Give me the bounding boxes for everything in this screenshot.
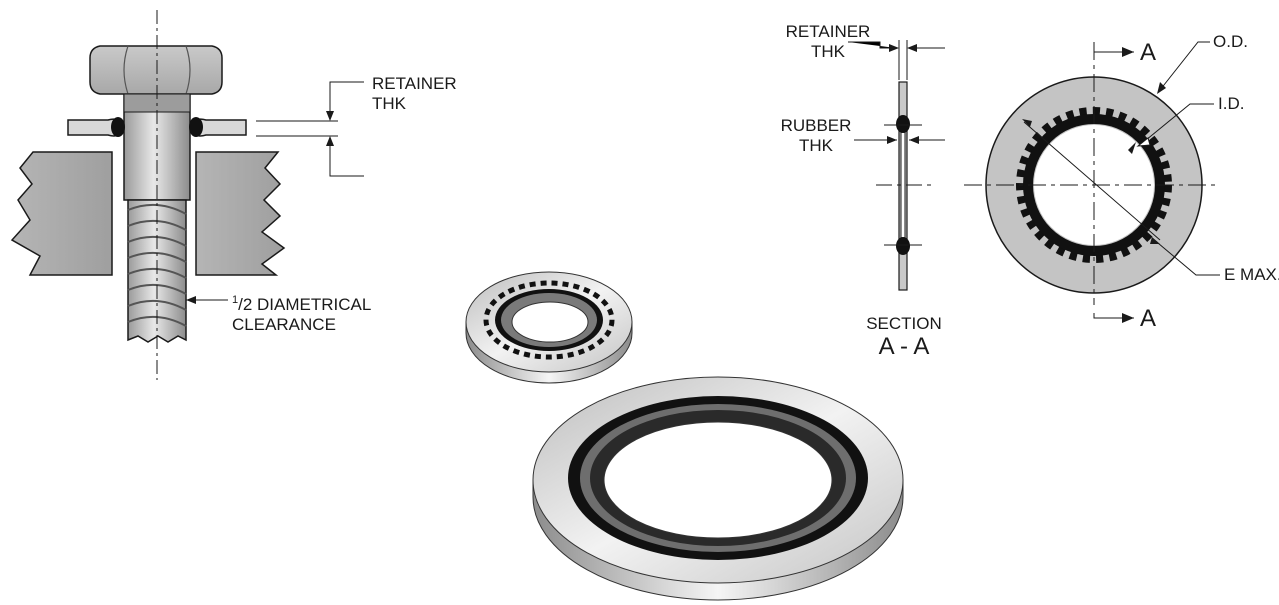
cut-line-a-bottom: A — [1140, 305, 1157, 332]
rubber-thk-label-line1: RUBBER — [780, 116, 852, 135]
section-label-line2: A - A — [878, 333, 930, 360]
section-rubber-bottom — [896, 237, 910, 255]
clearance-label-rest: /2 DIAMETRICAL — [238, 295, 372, 314]
retainer-thk-label-section: RETAINER THK — [770, 22, 886, 62]
retainer-thk-label-section-line1: RETAINER — [785, 22, 871, 41]
section-label-line1: SECTION — [866, 314, 942, 333]
retainer-thk-label-section-line2: THK — [811, 42, 845, 61]
retainer-thk-label-bolt: RETAINER THK — [372, 74, 457, 114]
id-label: I.D. — [1218, 94, 1245, 113]
section-rubber-top — [896, 115, 910, 133]
bolt-head — [89, 45, 223, 95]
rubber-bead-right — [189, 117, 203, 137]
retainer-thk-dimension-bolt — [256, 81, 364, 177]
clearance-numerator: 1 — [232, 294, 239, 306]
clearance-label-line2: CLEARANCE — [232, 315, 336, 334]
plate-right — [195, 151, 286, 276]
od-label: O.D. — [1213, 32, 1248, 51]
small-washer-view — [465, 271, 633, 384]
section-a-a-view — [848, 40, 945, 291]
rubber-thk-label-line2: THK — [799, 136, 833, 155]
clearance-label-line1: 1/2 DIAMETRICAL — [232, 290, 371, 315]
retainer-thk-label-bolt-line2: THK — [372, 94, 406, 113]
emax-label: E MAX. — [1224, 265, 1279, 284]
cut-line-a-top: A — [1140, 39, 1157, 66]
section-a-a-label: SECTION A - A — [852, 314, 956, 360]
retainer-thk-label-bolt-line1: RETAINER — [372, 74, 457, 93]
plate-left — [10, 151, 113, 276]
rubber-thk-label: RUBBER THK — [776, 116, 856, 156]
rubber-bead-left — [111, 117, 125, 137]
large-washer-view — [532, 376, 904, 601]
bolt-assembly — [10, 10, 364, 380]
clearance-label: 1/2 DIAMETRICAL CLEARANCE — [232, 290, 371, 335]
front-view — [964, 41, 1220, 323]
